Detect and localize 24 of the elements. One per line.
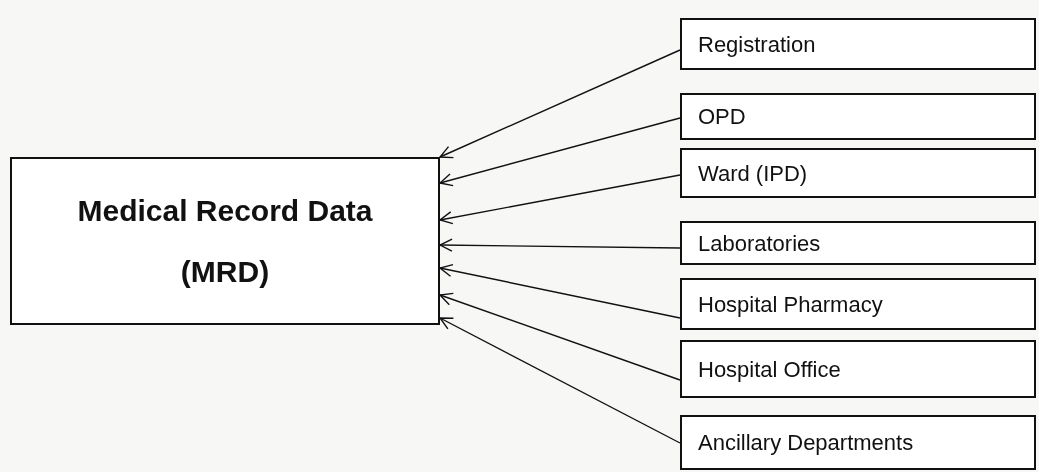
arrow: [439, 49, 681, 159]
box-label: Hospital Pharmacy: [698, 290, 883, 319]
source-box: [680, 93, 1036, 140]
source-box: [680, 278, 1036, 330]
arrow: [439, 238, 681, 252]
arrow: [439, 317, 681, 444]
arrow: [439, 263, 681, 319]
source-box: [680, 148, 1036, 198]
box-label: Laboratories: [698, 229, 821, 258]
box-label: Ancillary Departments: [698, 429, 914, 457]
box-title: (MRD): [180, 254, 270, 290]
box-label: Registration: [698, 30, 816, 59]
source-box: [680, 18, 1036, 70]
arrow: [439, 174, 681, 225]
arrow: [439, 292, 681, 381]
source-box: [680, 415, 1036, 470]
source-box: [680, 221, 1036, 265]
box-label: OPD: [698, 103, 746, 131]
main-box: [10, 157, 440, 325]
arrow: [439, 117, 681, 187]
box-label: Ward (IPD): [698, 159, 808, 188]
source-box: [680, 340, 1036, 398]
box-title: Medical Record Data: [77, 192, 373, 229]
box-label: Hospital Office: [698, 355, 841, 384]
